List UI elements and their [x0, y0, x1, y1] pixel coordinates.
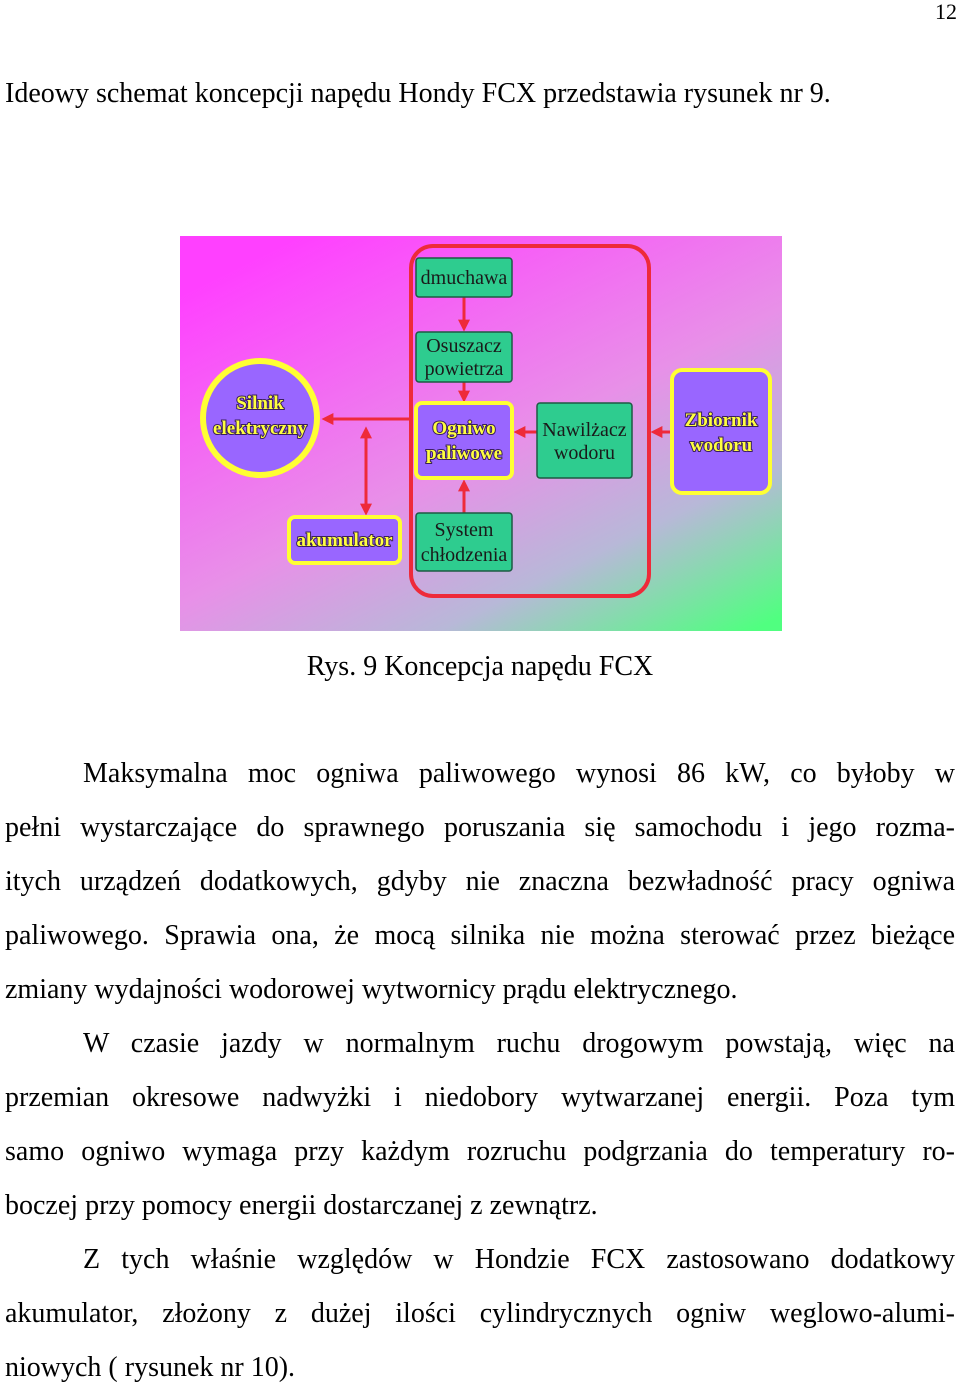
- node-nawilzacz: Nawilżacz wodoru: [536, 402, 633, 479]
- node-nawilzacz-label-1: Nawilżacz: [542, 419, 627, 441]
- fuel-cell-module-outline: [409, 244, 651, 598]
- paragraph-2-line-3: samo ogniwo wymaga przy każdym rozruchu …: [5, 1136, 955, 1167]
- node-system: System chłodzenia: [415, 512, 513, 572]
- node-akumulator-label: akumulator: [296, 530, 393, 551]
- paragraph-2-line-4: boczej przy pomocy energii dostarczanej …: [5, 1190, 598, 1221]
- node-akumulator: akumulator: [287, 515, 402, 565]
- figure-caption: Rys. 9 Koncepcja napędu FCX: [306, 651, 654, 682]
- node-ogniwo: Ogniwo paliwowe: [414, 401, 514, 480]
- node-zbiornik-label-2: wodoru: [690, 435, 753, 456]
- node-zbiornik: Zbiornik wodoru: [670, 368, 772, 495]
- paragraph-1-line-5: zmiany wydajności wodorowej wytwornicy p…: [5, 974, 738, 1005]
- node-nawilzacz-label-2: wodoru: [554, 442, 615, 464]
- paragraph-3-line-2: akumulator, złożony z dużej ilości cylin…: [5, 1298, 955, 1329]
- paragraph-1-line-4: paliwowego. Sprawia ona, że mocą silnika…: [5, 920, 955, 951]
- node-osuszacz-label-1: Osuszacz: [426, 335, 502, 357]
- paragraph-3-line-3: niowych ( rysunek nr 10).: [5, 1352, 296, 1383]
- paragraph-1-line-3: itych urządzeń dodatkowych, gdyby nie zn…: [5, 866, 955, 897]
- node-osuszacz: Osuszacz powietrza: [415, 331, 513, 383]
- paragraph-1-line-1: Maksymalna moc ogniwa paliwowego wynosi …: [83, 758, 955, 789]
- node-dmuchawa-label: dmuchawa: [421, 267, 508, 289]
- fcx-concept-diagram: dmuchawa Osuszacz powietrza Ogniwo paliw…: [180, 236, 782, 631]
- paragraph-1-line-2: pełni wystarczające do sprawnego porusza…: [5, 812, 955, 843]
- node-silnik-label-1: Silnik: [236, 393, 284, 414]
- node-dmuchawa: dmuchawa: [415, 257, 513, 298]
- intro-sentence: Ideowy schemat koncepcji napędu Hondy FC…: [5, 78, 831, 109]
- node-system-label-2: chłodzenia: [421, 544, 508, 566]
- node-ogniwo-label-2: paliwowe: [426, 443, 502, 464]
- page-number: 12: [935, 0, 957, 24]
- paragraph-3-line-1: Z tych właśnie względów w Hondzie FCX za…: [83, 1244, 955, 1275]
- node-osuszacz-label-2: powietrza: [425, 358, 504, 380]
- node-system-label-1: System: [435, 519, 494, 541]
- node-silnik-label-2: elektryczny: [213, 418, 307, 439]
- node-ogniwo-label-1: Ogniwo: [432, 418, 495, 439]
- node-silnik: Silnik elektryczny: [200, 358, 320, 478]
- paragraph-2-line-1: W czasie jazdy w normalnym ruchu drogowy…: [83, 1028, 955, 1059]
- paragraph-2-line-2: przemian okresowe nadwyżki i niedobory w…: [5, 1082, 955, 1113]
- node-zbiornik-label-1: Zbiornik: [685, 410, 758, 431]
